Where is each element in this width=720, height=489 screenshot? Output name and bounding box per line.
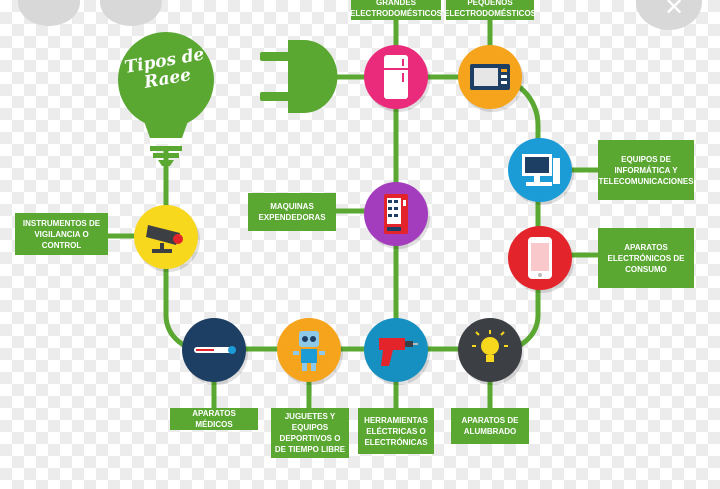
label-maquinas-expendedoras: Maquinas expendedoras [248,193,336,231]
label-juguetes: Juguetes y equipos deportivos o de tiemp… [271,408,349,458]
circle-alumbrado[interactable] [458,318,522,382]
circle-vigilancia[interactable] [134,205,198,269]
security-camera-icon [146,225,183,253]
label-pequenos-electrodomesticos: Pequeños electrodomésticos [444,0,536,20]
circle-informatica[interactable] [508,138,572,202]
label-alumbrado: Aparatos de alumbrado [451,408,529,444]
label-informatica: Equipos de informática y telecomunicacio… [598,140,694,200]
drill-icon [379,338,418,366]
circle-juguetes[interactable] [277,318,341,382]
circle-aparatos-consumo[interactable] [508,226,572,290]
label-grandes-electrodomesticos: Grandes electrodomésticos [350,0,442,20]
label-herramientas: Herramientas eléctricas o electrónicas [358,408,434,454]
close-icon: ✕ [664,0,685,21]
refrigerator-icon [384,55,408,99]
circle-herramientas[interactable] [364,318,428,382]
label-aparatos-medicos: Aparatos médicos [170,408,258,430]
circle-maquinas-expendedoras[interactable] [364,182,428,246]
plug-icon [260,40,338,113]
computer-icon [522,154,560,186]
label-aparatos-consumo: Aparatos electrónicos de consumo [598,228,694,288]
lightbulb-icon [118,32,214,166]
robot-toy-icon [293,331,325,371]
circle-grandes-electrodomesticos[interactable] [364,45,428,109]
smartphone-icon [528,237,552,279]
circle-aparatos-medicos[interactable] [182,318,246,382]
vending-machine-icon [384,194,408,234]
microwave-icon [470,64,510,90]
label-vigilancia: Instrumentos de vigilancia o control [15,213,108,255]
circle-pequenos-electrodomesticos[interactable] [458,45,522,109]
thermometer-icon [194,346,236,354]
light-bulb-glow-icon [472,330,508,362]
